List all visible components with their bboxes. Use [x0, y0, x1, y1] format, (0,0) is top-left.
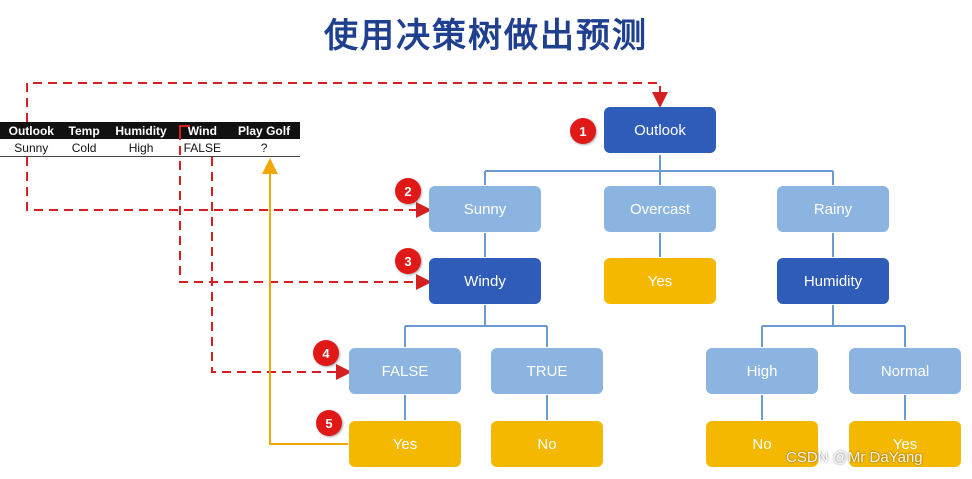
- arrow-path-false: [211, 157, 352, 380]
- step-marker-3: 3: [395, 248, 421, 274]
- node-high: High: [706, 348, 818, 394]
- leaf-overcast-yes: Yes: [604, 258, 716, 304]
- cell-outlook: Sunny: [0, 139, 63, 157]
- cell-play-golf: ?: [228, 139, 300, 157]
- leaf-true-no: No: [491, 421, 603, 467]
- cell-humidity: High: [105, 139, 177, 157]
- node-false: FALSE: [349, 348, 461, 394]
- edge-windy-level3: [404, 305, 548, 347]
- node-overcast: Overcast: [604, 186, 716, 232]
- arrow-path-windy: [179, 131, 432, 290]
- node-outlook: Outlook: [604, 107, 716, 153]
- node-rainy: Rainy: [777, 186, 889, 232]
- node-sunny: Sunny: [429, 186, 541, 232]
- header-outlook: Outlook: [0, 122, 63, 139]
- edge-root-level1: [484, 155, 834, 185]
- node-normal: Normal: [849, 348, 961, 394]
- page-title: 使用决策树做出预测: [324, 16, 648, 56]
- edge-humidity-level3: [761, 305, 906, 347]
- cell-wind: FALSE: [176, 139, 229, 157]
- edge-level3-leaves: [404, 395, 906, 420]
- header-humidity: Humidity: [105, 122, 177, 139]
- leaf-false-yes: Yes: [349, 421, 461, 467]
- node-true: TRUE: [491, 348, 603, 394]
- step-marker-1: 1: [570, 118, 596, 144]
- cell-temp: Cold: [62, 139, 106, 157]
- step-marker-2: 2: [395, 178, 421, 204]
- table-row: Sunny Cold High FALSE ?: [0, 139, 300, 157]
- wind-header-marker: [179, 125, 190, 131]
- step-marker-5: 5: [316, 410, 342, 436]
- leaf-normal-yes: Yes: [849, 421, 961, 467]
- leaf-high-no: No: [706, 421, 818, 467]
- arrow-path-outlook: [26, 82, 668, 122]
- arrow-path-sunny: [26, 157, 432, 218]
- node-humidity: Humidity: [777, 258, 889, 304]
- header-play-golf: Play Golf: [228, 122, 300, 139]
- step-marker-4: 4: [313, 340, 339, 366]
- arrow-answer: [262, 158, 348, 445]
- node-windy: Windy: [429, 258, 541, 304]
- header-temp: Temp: [62, 122, 106, 139]
- watermark: CSDN @Mr DaYang: [786, 449, 923, 466]
